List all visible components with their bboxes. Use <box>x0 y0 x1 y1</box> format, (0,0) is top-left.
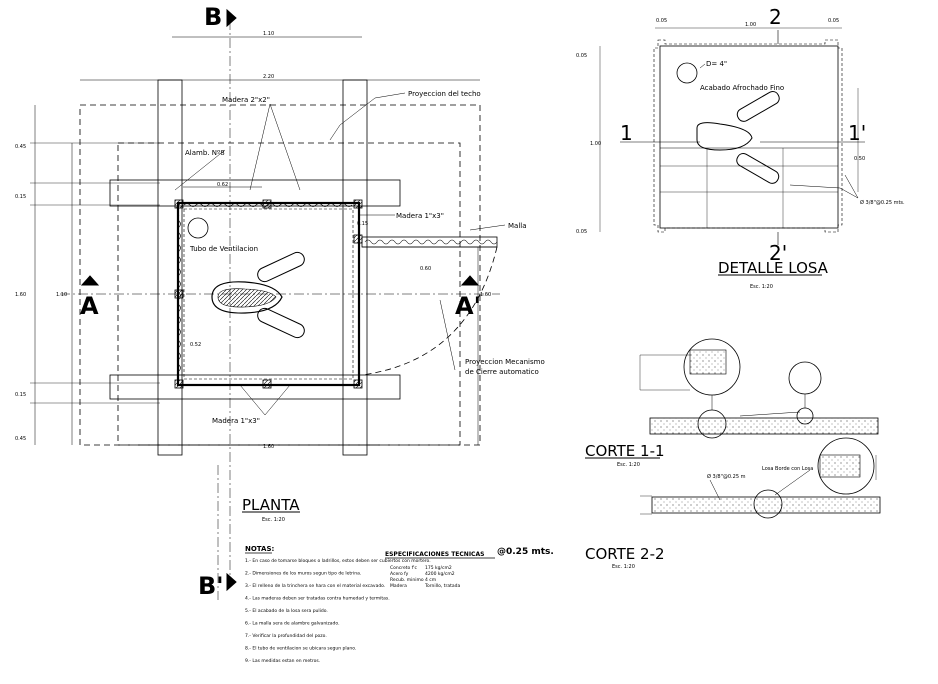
corte-2-2-title: CORTE 2-2 <box>585 545 665 563</box>
dim-detail-right-mid: 0.50 <box>854 156 865 162</box>
label-madera-1x3-top: Madera 1"x3" <box>396 212 444 220</box>
section-marker-2-prime: 2' <box>769 241 787 265</box>
spec-value: 175 kg/cm2 <box>425 565 452 571</box>
notes-block: NOTAS: 1.- En caso de tomarse bloques o … <box>245 545 431 664</box>
label-acabado: Acabado Afrochado Fino <box>700 84 784 92</box>
label-madera-1x3-bottom: Madera 1"x3" <box>212 417 260 425</box>
label-losa-borde: Losa Borde con Losa <box>762 466 813 472</box>
dim-detail-top-mid: 1.00 <box>745 22 756 28</box>
detail-title: DETALLE LOSA <box>718 259 829 277</box>
dim-detail-left-top: 0.05 <box>576 53 587 59</box>
label-madera-2x2: Madera 2"x2" <box>222 96 270 104</box>
dim-left-2: 0.15 <box>15 194 26 200</box>
dim-detail-top-left: 0.05 <box>656 18 667 24</box>
dim-left-4: 0.15 <box>15 392 26 398</box>
plan-title: PLANTA <box>242 496 300 514</box>
label-tubo-ventilacion: Tubo de Ventilacion <box>189 245 258 253</box>
corte-2-2-scale: Esc. 1:20 <box>612 564 635 570</box>
door-swing <box>361 246 498 376</box>
corte-1-1-scale: Esc. 1:20 <box>617 462 640 468</box>
spec-key: Recub. minimo <box>390 577 424 583</box>
corte-2-2 <box>640 437 881 519</box>
label-malla: Malla <box>508 222 527 230</box>
label-alambre: Alamb. Nº8 <box>185 149 225 157</box>
label-proyeccion-mecanismo-1: Proyeccion Mecanismo <box>465 358 545 366</box>
label-proyeccion-mecanismo-2: de Cierre automatico <box>465 368 539 376</box>
spec-key: Madera <box>390 583 407 589</box>
plan-view <box>30 8 506 600</box>
plan-scale: Esc. 1:20 <box>262 517 285 523</box>
note-item: 4.- Las maderas deben ser tratadas contr… <box>245 596 390 602</box>
dim-left-total: 1.10 <box>56 292 67 298</box>
beam-bottom <box>109 374 401 400</box>
dim-left-5: 0.45 <box>15 436 26 442</box>
corte-2-2-labels: Ø 3/8"@0.25 m Losa Borde con Losa CORTE … <box>585 466 813 570</box>
note-item: 8.- El tubo de ventilacion se ubicara se… <box>245 646 356 652</box>
spec-key: Acero fy <box>390 571 409 577</box>
dim-right-1: 0.60 <box>420 266 431 272</box>
dim-mid-right: 0.15 <box>357 221 368 227</box>
note-item: 7.- Verificar la profundidad del pozo. <box>245 633 327 639</box>
dim-bottom: 1.60 <box>263 444 274 450</box>
spec-key: Concreto f'c <box>390 565 418 571</box>
section-marker-a-prime: A' <box>455 292 481 320</box>
section-marker-1-prime: 1' <box>848 121 866 145</box>
section-marker-1: 1 <box>620 121 633 145</box>
note-item: 9.- Las medidas estan en metros. <box>245 658 320 664</box>
dim-right-2: 1.60 <box>480 292 491 298</box>
note-item: 2.- Dimensiones de los muros segun tipo … <box>245 571 361 577</box>
label-diametro: D= 4" <box>706 60 727 68</box>
section-marker-b-prime: B' <box>198 572 224 600</box>
dim-top-outer: 2.20 <box>263 74 274 80</box>
note-item: 1.- En caso de tomarse bloques o ladrill… <box>245 558 431 564</box>
note-item: 3.- El relleno de la trinchera se hara c… <box>245 583 385 589</box>
corte-1-1-title: CORTE 1-1 <box>585 442 665 460</box>
detail-scale: Esc. 1:20 <box>750 284 773 290</box>
notes-list: 1.- En caso de tomarse bloques o ladrill… <box>245 558 431 664</box>
note-item: 5.- El acabado de la losa sera pulido. <box>245 608 328 614</box>
plan-labels: B B' A A' Madera 2"x2" Proyeccion del te… <box>15 3 545 600</box>
vent-pipe <box>187 217 209 239</box>
seat-opening <box>211 281 283 314</box>
mesh-outline <box>183 208 354 380</box>
specs-block: ESPECIFICACIONES TECNICAS @0.25 mts. Con… <box>385 547 554 589</box>
label-rebar-detail: Ø 3/8"@0.25 mts. <box>860 199 905 206</box>
dim-left-1: 0.45 <box>15 144 26 150</box>
section-marker-b: B <box>204 3 222 31</box>
corte-1-1-labels: CORTE 1-1 Esc. 1:20 <box>585 442 665 468</box>
note-item: 6.- La malla sera de alambre galvanizado… <box>245 621 340 627</box>
specs-heading: ESPECIFICACIONES TECNICAS <box>385 551 484 558</box>
spec-value: 4200 kg/cm2 <box>425 571 455 577</box>
dim-detail-top-right: 0.05 <box>828 18 839 24</box>
dim-mid-left: 0.52 <box>190 342 201 348</box>
dim-detail-left-bot: 0.05 <box>576 229 587 235</box>
specs-extra: @0.25 mts. <box>497 547 554 557</box>
label-proyeccion-techo: Proyeccion del techo <box>408 90 481 98</box>
dim-inner-top: 0.62 <box>217 182 228 188</box>
spec-value: Tornillo, tratada <box>424 583 460 589</box>
dim-top-inner: 1.10 <box>263 31 274 37</box>
notes-heading: NOTAS: <box>245 545 274 553</box>
detail-labels: 2 2' 1 1' D= 4" Acabado Afrochado Fino Ø… <box>576 5 905 290</box>
door-mesh <box>361 236 498 248</box>
section-marker-2: 2 <box>769 5 782 29</box>
corte-1-1 <box>639 338 879 439</box>
section-marker-a: A <box>80 292 99 320</box>
label-rebar-corte: Ø 3/8"@0.25 m <box>707 473 746 480</box>
dim-detail-left-mid: 1.00 <box>590 141 601 147</box>
detail-losa <box>599 27 865 245</box>
dim-left-3: 1.60 <box>15 292 26 298</box>
spec-value: 4 cm <box>425 577 436 583</box>
